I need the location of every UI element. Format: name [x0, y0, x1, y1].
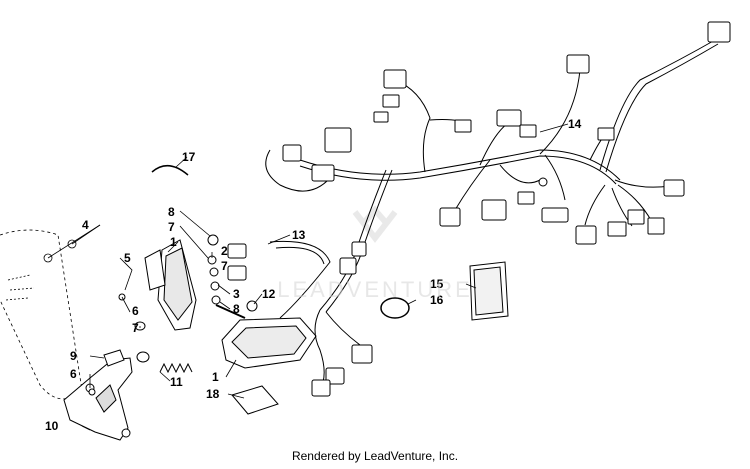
callout-3: 3	[233, 287, 240, 301]
connector	[325, 367, 345, 385]
connector	[454, 119, 472, 133]
callout-2: 2	[221, 244, 228, 258]
connector	[519, 124, 537, 138]
callout-1: 1	[212, 370, 219, 384]
screws	[88, 234, 258, 396]
callout-11: 11	[170, 375, 183, 389]
callout-18: 18	[206, 387, 220, 401]
watermark-text: LEADVENTURE	[277, 277, 473, 302]
connector	[351, 344, 373, 364]
connectors	[227, 21, 731, 397]
connector	[597, 127, 615, 141]
callout-8: 8	[233, 302, 240, 316]
callout-6: 6	[70, 367, 77, 381]
callout-7: 7	[168, 220, 175, 234]
connector	[227, 265, 247, 281]
connector	[339, 257, 357, 275]
callout-15: 15	[430, 277, 444, 291]
ring-terminal	[538, 177, 548, 187]
headlight-left	[144, 239, 197, 331]
label-decal	[231, 385, 279, 415]
connector	[566, 54, 590, 74]
headlight-right	[221, 317, 317, 369]
bushing	[134, 321, 150, 363]
headlight-bracket	[63, 349, 133, 441]
callout-1: 1	[170, 235, 177, 249]
connector	[382, 94, 400, 108]
connector	[496, 109, 522, 127]
connector	[383, 69, 407, 89]
callout-12: 12	[262, 287, 276, 301]
adjuster-spring	[159, 362, 193, 374]
footer-credit: Rendered by LeadVenture, Inc.	[291, 449, 459, 463]
callout-4: 4	[82, 218, 89, 232]
snap-ring	[151, 165, 189, 176]
callout-14: 14	[568, 117, 582, 131]
connector	[663, 179, 685, 197]
leader-lines	[47, 123, 569, 431]
callout-8: 8	[168, 205, 175, 219]
connector	[647, 217, 665, 235]
connector	[311, 379, 331, 397]
callout-6: 6	[132, 304, 139, 318]
connector	[575, 225, 597, 245]
connector	[311, 164, 335, 182]
protective-sleeve	[469, 261, 509, 321]
connector	[439, 207, 461, 227]
callout-5: 5	[124, 251, 131, 265]
callout-17: 17	[182, 150, 196, 164]
callout-labels: 17 8 7 1 2 7 3 8 12 4 5 6 7 9 6 10 11 13…	[45, 117, 582, 433]
callout-7: 7	[221, 259, 228, 273]
callout-13: 13	[292, 228, 306, 242]
connector	[517, 191, 535, 205]
callout-16: 16	[430, 293, 444, 307]
connector	[351, 241, 367, 257]
connector	[227, 243, 247, 259]
connector	[707, 21, 731, 43]
retaining-ring	[380, 297, 410, 319]
callout-9: 9	[70, 349, 77, 363]
callout-10: 10	[45, 419, 59, 433]
connector	[481, 199, 507, 221]
connector	[373, 111, 389, 123]
connector	[607, 221, 627, 237]
connector	[324, 127, 352, 153]
connector	[541, 207, 569, 223]
callout-7: 7	[132, 321, 139, 335]
connector	[627, 209, 645, 225]
connector	[282, 144, 302, 162]
